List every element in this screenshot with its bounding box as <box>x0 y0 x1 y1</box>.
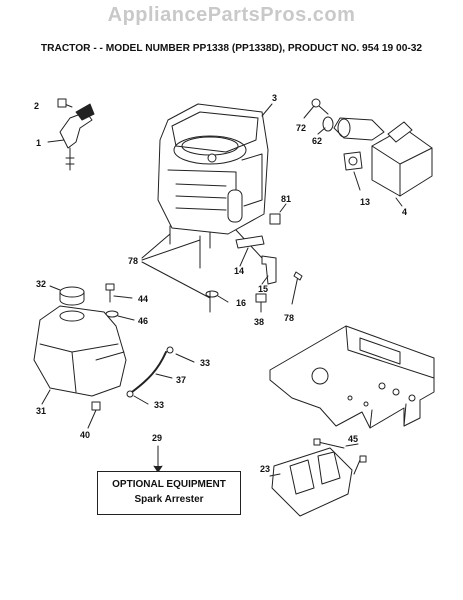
spark-arrester-label: Spark Arrester <box>134 494 204 505</box>
callout-62: 62 <box>312 136 322 146</box>
callout-78-right: 78 <box>284 313 294 323</box>
callout-4: 4 <box>402 207 407 217</box>
part-tube-14 <box>235 235 265 267</box>
callout-31: 31 <box>36 406 46 416</box>
callout-46: 46 <box>138 316 148 326</box>
part-frame <box>269 325 435 429</box>
callout-33-top: 33 <box>200 358 210 368</box>
part-fuel-line-37 <box>126 346 195 405</box>
callout-1: 1 <box>36 138 41 148</box>
part-bushing-40 <box>87 401 101 429</box>
part-leader-29 <box>153 445 163 473</box>
callout-3: 3 <box>272 93 277 103</box>
optional-equipment-heading: OPTIONAL EQUIPMENT <box>112 479 226 490</box>
part-screw-2 <box>57 98 73 108</box>
optional-equipment-box: OPTIONAL EQUIPMENT Spark Arrester <box>97 471 241 515</box>
part-exhaust-pipe <box>333 117 385 141</box>
part-fuel-cap-32 <box>49 285 85 306</box>
diagram-title: TRACTOR - - MODEL NUMBER PP1338 (PP1338D… <box>40 43 423 54</box>
callout-13: 13 <box>360 197 370 207</box>
part-bolt-38 <box>255 293 267 313</box>
part-bolt-78-right <box>291 271 303 305</box>
part-bolts-78-left <box>141 225 211 313</box>
part-fuel-tank-31 <box>33 305 127 405</box>
callout-29: 29 <box>152 433 162 443</box>
callout-14: 14 <box>234 266 244 276</box>
callout-23: 23 <box>260 464 270 474</box>
callout-78-left: 78 <box>128 256 138 266</box>
callout-40: 40 <box>80 430 90 440</box>
callout-16: 16 <box>236 298 246 308</box>
callout-15: 15 <box>258 284 268 294</box>
part-nut-81 <box>269 203 287 225</box>
callout-45: 45 <box>348 434 358 444</box>
callout-81: 81 <box>281 194 291 204</box>
callout-44: 44 <box>138 294 148 304</box>
part-screw-44 <box>105 283 133 303</box>
callout-72: 72 <box>296 123 306 133</box>
part-gasket-62 <box>317 116 334 135</box>
part-screw-45 <box>313 438 367 475</box>
part-spark-arrester-23 <box>269 447 353 517</box>
part-washer-16 <box>205 290 229 303</box>
part-engine-3 <box>157 103 273 259</box>
watermark: AppliancePartsPros.com <box>107 4 356 26</box>
callout-2: 2 <box>34 101 39 111</box>
callout-33-bottom: 33 <box>154 400 164 410</box>
part-muffler-4 <box>371 121 433 207</box>
part-bolt-72 <box>303 98 329 119</box>
part-gasket-13 <box>343 151 363 191</box>
callout-32: 32 <box>36 279 46 289</box>
part-elbow-15 <box>261 255 277 285</box>
callout-38: 38 <box>254 317 264 327</box>
part-throttle-control-1 <box>47 103 95 171</box>
callout-37: 37 <box>176 375 186 385</box>
